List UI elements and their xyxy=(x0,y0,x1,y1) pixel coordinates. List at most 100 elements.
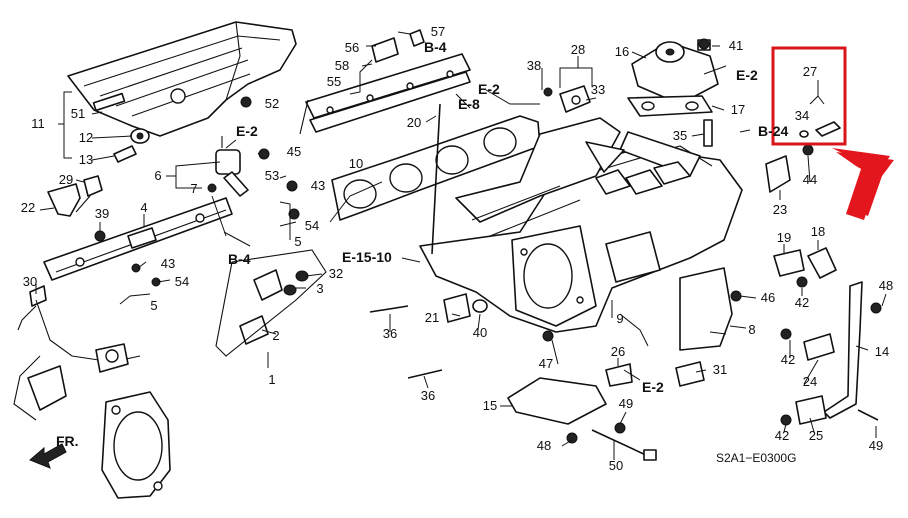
callout-11: 11 xyxy=(31,116,45,131)
ref-e2-top: E-2 xyxy=(478,81,500,97)
callout-labels: 1 2 3 4 5 5 6 7 8 9 10 11 12 13 14 15 16… xyxy=(21,24,893,473)
callout-49a: 49 xyxy=(619,396,633,411)
callout-28: 28 xyxy=(571,42,585,57)
callout-25: 25 xyxy=(809,428,823,443)
callout-33: 33 xyxy=(591,82,605,97)
callout-55: 55 xyxy=(327,74,341,89)
stay-15 xyxy=(507,377,607,425)
upper-rail xyxy=(299,29,471,135)
callout-22: 22 xyxy=(21,200,35,215)
leader-lines xyxy=(35,31,887,460)
callout-34: 34 xyxy=(795,108,809,123)
sensor-34 xyxy=(799,121,841,138)
ref-e1510: E-15-10 xyxy=(342,249,392,265)
callout-54b: 54 xyxy=(175,274,189,289)
callout-35: 35 xyxy=(673,128,687,143)
callout-58: 58 xyxy=(335,58,349,73)
callout-53: 53 xyxy=(265,168,279,183)
map-sensor xyxy=(559,85,591,113)
callout-5b: 5 xyxy=(294,234,301,249)
rail-bracket-29 xyxy=(47,183,81,217)
callout-36b: 36 xyxy=(421,388,435,403)
callout-17: 17 xyxy=(731,102,745,117)
callout-21: 21 xyxy=(425,310,439,325)
callout-4: 4 xyxy=(140,200,147,215)
callout-9: 9 xyxy=(616,311,623,326)
callout-7: 7 xyxy=(190,181,197,196)
injector-set xyxy=(17,175,103,331)
callout-29: 29 xyxy=(59,172,73,187)
callout-42c: 42 xyxy=(775,428,789,443)
callout-18: 18 xyxy=(811,224,825,239)
bracket-24 xyxy=(803,333,835,361)
stud-36-lower xyxy=(407,369,443,379)
mount-gasket xyxy=(627,95,713,117)
bracket-8 xyxy=(679,267,733,351)
callout-49b: 49 xyxy=(869,438,883,453)
callout-38: 38 xyxy=(527,58,541,73)
callout-20: 20 xyxy=(407,115,421,130)
callout-41: 41 xyxy=(729,38,743,53)
callout-43a: 43 xyxy=(311,178,325,193)
section-references: B-4 E-2 E-8 E-2 B-4 E-2 B-24 E-15-10 E-2 xyxy=(228,39,789,395)
callout-24: 24 xyxy=(803,374,817,389)
callout-54a: 54 xyxy=(305,218,319,233)
ref-e2-mount: E-2 xyxy=(736,67,758,83)
ref-b4-left: B-4 xyxy=(228,251,251,267)
bracket-14 xyxy=(823,281,863,419)
stud-35 xyxy=(703,119,713,147)
callout-56: 56 xyxy=(345,40,359,55)
bolt-50 xyxy=(591,429,657,461)
callout-42b: 42 xyxy=(781,352,795,367)
engine-cover xyxy=(67,21,297,137)
callout-1: 1 xyxy=(268,372,275,387)
callout-32: 32 xyxy=(329,266,343,281)
manifold-mount xyxy=(631,39,719,105)
callout-52: 52 xyxy=(265,96,279,111)
callout-5a: 5 xyxy=(150,298,157,313)
callout-6: 6 xyxy=(154,168,161,183)
callout-48a: 48 xyxy=(879,278,893,293)
clamp-26 xyxy=(605,363,633,387)
callout-16: 16 xyxy=(615,44,629,59)
clamp-31 xyxy=(675,361,705,387)
callout-8: 8 xyxy=(748,322,755,337)
nut-40 xyxy=(472,299,488,313)
ref-e8: E-8 xyxy=(458,96,480,112)
callout-40: 40 xyxy=(473,325,487,340)
callout-51: 51 xyxy=(71,106,85,121)
pressure-regulator xyxy=(207,136,249,197)
front-label: FR. xyxy=(56,433,79,449)
callout-39: 39 xyxy=(95,206,109,221)
callout-15: 15 xyxy=(483,398,497,413)
callout-31: 31 xyxy=(713,362,727,377)
callout-27: 27 xyxy=(803,64,817,79)
front-arrow-icon xyxy=(29,443,67,469)
injector-assembly xyxy=(215,249,327,357)
callout-3: 3 xyxy=(316,281,323,296)
cover-pad xyxy=(92,92,126,112)
ref-b24: B-24 xyxy=(758,123,789,139)
harness-clip-23 xyxy=(765,155,791,193)
callout-26: 26 xyxy=(611,344,625,359)
ref-b4-top: B-4 xyxy=(424,39,447,55)
callout-12: 12 xyxy=(79,130,93,145)
callout-36a: 36 xyxy=(383,326,397,341)
callout-42a: 42 xyxy=(795,295,809,310)
callout-23: 23 xyxy=(773,202,787,217)
callout-2: 2 xyxy=(272,328,279,343)
callout-30: 30 xyxy=(23,274,37,289)
bolt-49-right xyxy=(857,409,879,421)
callout-44: 44 xyxy=(803,172,817,187)
left-harness xyxy=(13,299,141,421)
callout-19: 19 xyxy=(777,230,791,245)
callout-57: 57 xyxy=(431,24,445,39)
stud-36-upper xyxy=(369,305,409,313)
stud-20 xyxy=(431,103,441,255)
callout-13: 13 xyxy=(79,152,93,167)
throttle-gasket xyxy=(101,391,171,499)
callout-45: 45 xyxy=(287,144,301,159)
callout-48b: 48 xyxy=(537,438,551,453)
bracket-21 xyxy=(443,293,471,323)
manifold-runners xyxy=(595,161,691,195)
